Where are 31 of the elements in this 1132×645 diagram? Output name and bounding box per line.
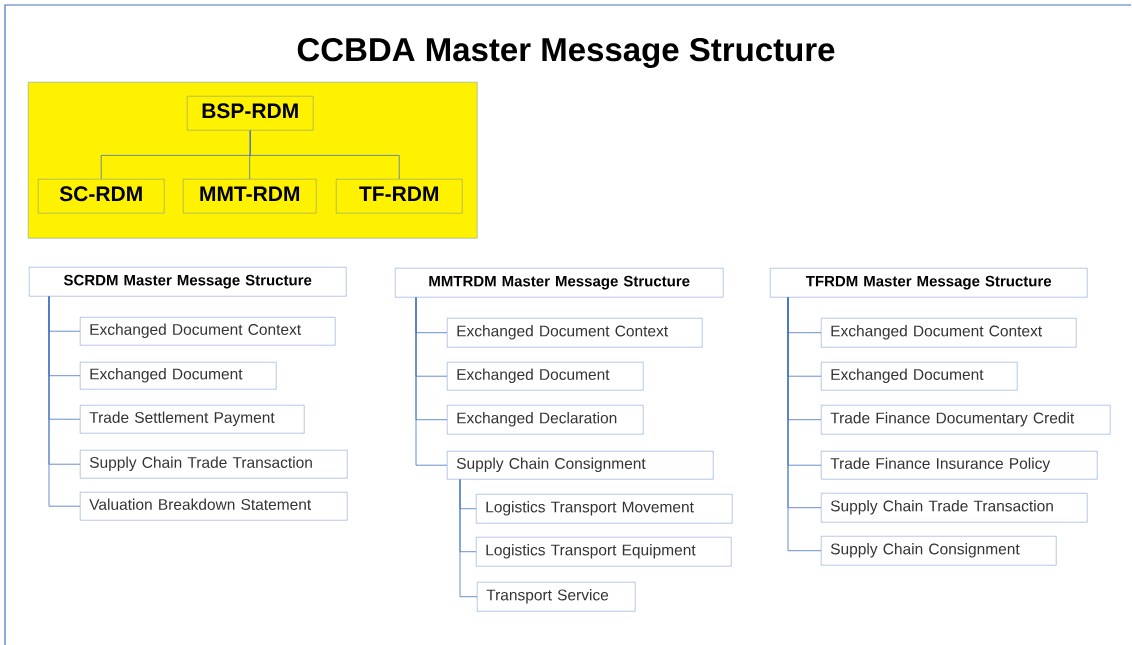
org-box: MMT-RDM — [183, 179, 317, 214]
item-box: Logistics Transport Equipment — [476, 537, 732, 567]
item-box: Supply Chain Consignment — [821, 536, 1057, 566]
item-box: Logistics Transport Movement — [476, 494, 733, 524]
item-box: Supply Chain Trade Transaction — [80, 450, 348, 479]
org-box: SC-RDM — [38, 179, 165, 214]
connector-line — [459, 479, 478, 598]
header-box: SCRDM Master Message Structure — [29, 267, 347, 297]
item-box: Trade Finance Insurance Policy — [821, 451, 1098, 480]
item-box: Exchanged Document Context — [821, 318, 1077, 348]
item-box: Exchanged Document Context — [447, 318, 703, 348]
header-box: MMTRDM Master Message Structure — [395, 268, 724, 298]
item-box: Supply Chain Consignment — [447, 451, 714, 480]
connector-line — [787, 297, 822, 552]
item-box: Exchanged Document Context — [80, 317, 336, 346]
item-box: Valuation Breakdown Statement — [80, 492, 348, 521]
item-box: Transport Service — [477, 582, 636, 612]
item-box: Exchanged Declaration — [447, 405, 644, 435]
connector-line — [48, 296, 81, 507]
connector-line — [415, 297, 448, 466]
item-box: Trade Settlement Payment — [80, 405, 305, 434]
connector-line — [249, 130, 400, 180]
item-box: Exchanged Document — [821, 362, 1018, 391]
org-box: TF-RDM — [336, 179, 463, 214]
org-box: BSP-RDM — [187, 96, 314, 131]
header-box: TFRDM Master Message Structure — [770, 268, 1088, 298]
item-box: Supply Chain Trade Transaction — [821, 493, 1088, 523]
title: CCBDA Master Message Structure — [297, 38, 835, 68]
item-box: Trade Finance Documentary Credit — [821, 405, 1111, 435]
item-box: Exchanged Document — [80, 362, 277, 390]
item-box: Exchanged Document — [447, 362, 644, 391]
